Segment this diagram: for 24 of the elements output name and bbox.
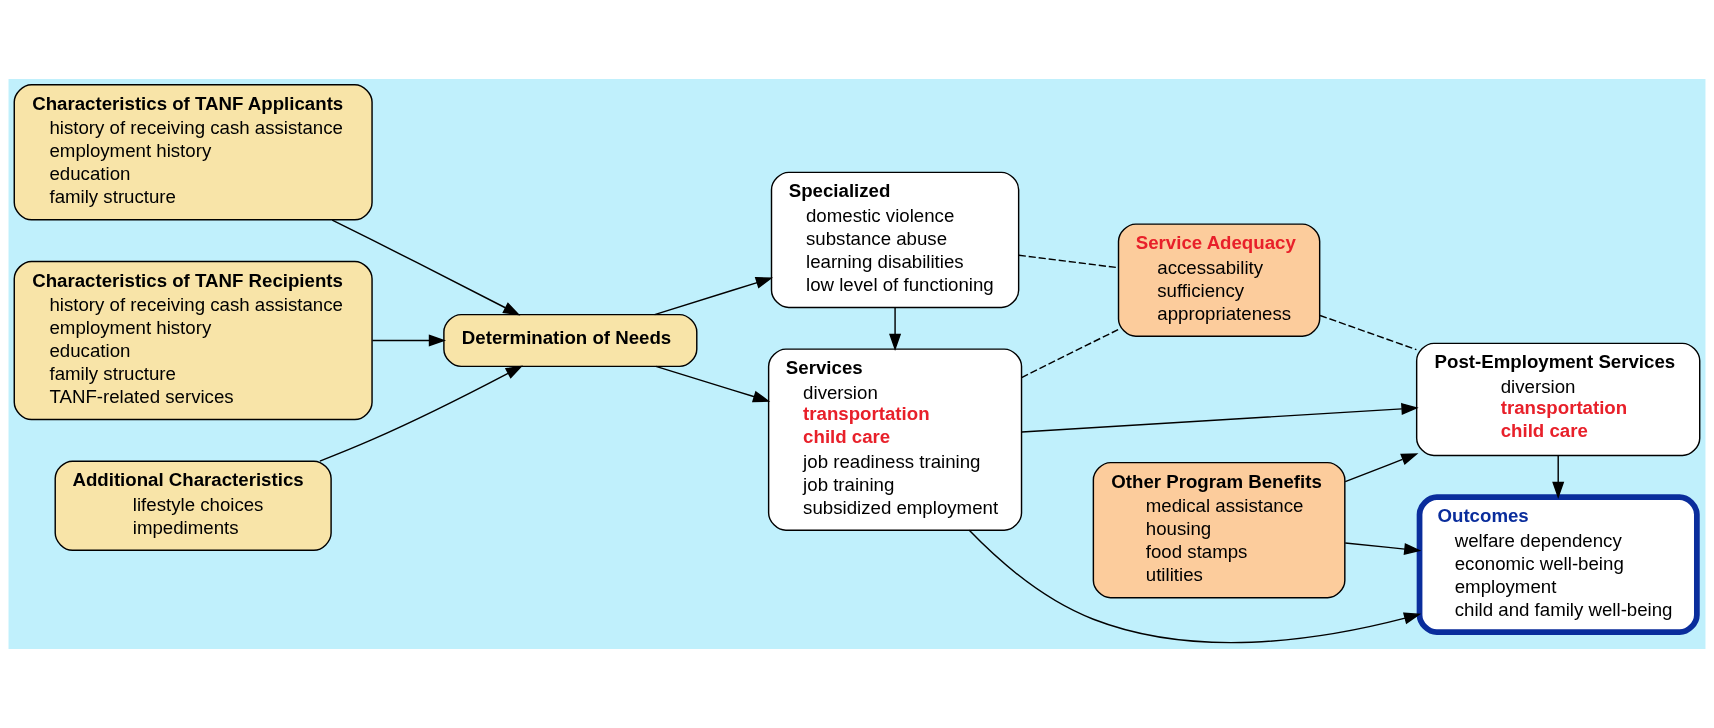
node-box: Post-Employment Services diversion transportation child care bbox=[1415, 342, 1701, 457]
node-box: Determination of Needs bbox=[443, 313, 698, 368]
arrow bbox=[1552, 455, 1565, 500]
arrow bbox=[653, 277, 774, 316]
node-box: Characteristics of TANF Applicants history of receiving cash assistance employment history education family structure bbox=[13, 84, 373, 221]
arrow bbox=[889, 306, 902, 351]
arrow bbox=[1344, 453, 1419, 483]
node-box: Services diversion transportation child care job readiness training job training subsidized employment bbox=[767, 348, 1023, 531]
node-box: Additional Characteristics lifestyle choices impediments bbox=[54, 460, 332, 551]
arrow bbox=[319, 365, 523, 462]
node-box: Outcomes welfare dependency economic well-being employment child and family well-being bbox=[1416, 494, 1700, 636]
arrow bbox=[1021, 402, 1419, 433]
node-box: Characteristics of TANF Recipients history of receiving cash assistance employment history education family structure TANF-related services bbox=[13, 260, 373, 421]
arrow bbox=[1344, 542, 1422, 556]
node-box: Specialized domestic violence substance abuse learning disabilities low level of functioning bbox=[770, 171, 1020, 309]
node-box: Other Program Benefits medical assistance housing food stamps utilities bbox=[1092, 461, 1346, 599]
connector bbox=[1319, 314, 1418, 351]
node-box: Service Adequacy accessability sufficiency appropriateness bbox=[1117, 223, 1321, 337]
arrow bbox=[655, 365, 771, 403]
arrow bbox=[371, 334, 447, 347]
arrow bbox=[331, 219, 521, 316]
connector bbox=[1020, 328, 1119, 379]
connector bbox=[1018, 254, 1119, 269]
arrow bbox=[968, 529, 1422, 644]
